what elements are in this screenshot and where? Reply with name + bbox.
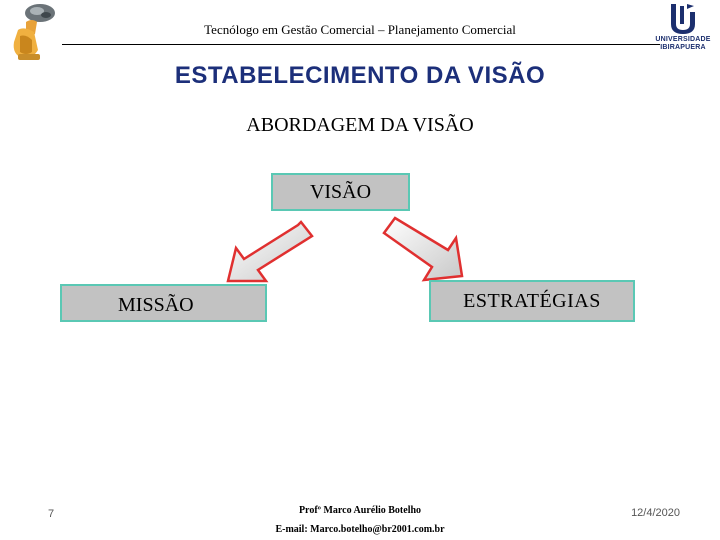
footer-date: 12/4/2020: [600, 507, 680, 519]
footer-email: E-mail: Marco.botelho@br2001.com.br: [240, 524, 480, 535]
page-number: 7: [48, 508, 54, 520]
footer-author: Profº Marco Aurélio Botelho: [260, 505, 460, 516]
arrow-to-estrategias: [384, 218, 462, 280]
box-missao: MISSÃO: [60, 284, 267, 322]
box-estrategias: ESTRATÉGIAS: [429, 280, 635, 322]
arrow-to-missao: [228, 222, 312, 281]
box-visao: VISÃO: [271, 173, 410, 211]
